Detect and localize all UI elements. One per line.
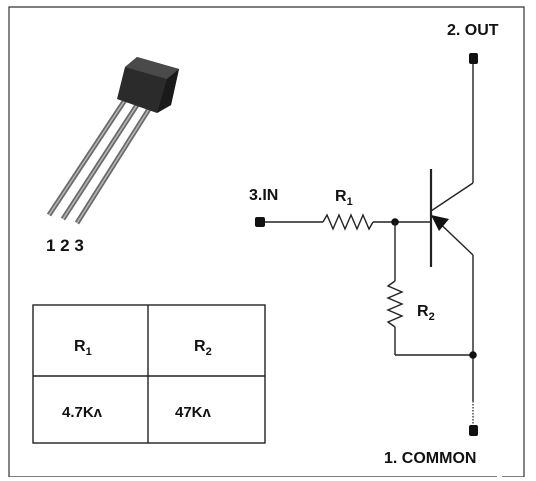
collector-lead xyxy=(430,182,474,212)
package-pin-numbers: 1 2 3 xyxy=(46,236,84,255)
common-junction-node xyxy=(469,351,477,359)
pin-label-in: 3.IN xyxy=(249,187,278,204)
table-header-r2: R2 xyxy=(194,338,212,358)
resistor-r2-label: R2 xyxy=(417,303,435,323)
circuit-schematic: 2. OUT 1. COMMON 3.IN R1 R2 xyxy=(249,22,499,467)
in-terminal xyxy=(255,217,265,227)
resistor-r1 xyxy=(322,213,374,231)
emitter-arrow-icon xyxy=(431,215,449,231)
table-value-r2: 47Kʌ xyxy=(175,404,212,421)
pin-label-common: 1. COMMON xyxy=(384,450,476,467)
to92-package-illustration: 1 2 3 xyxy=(46,57,179,255)
circuit-figure: 1 2 3 R1 R2 4.7Kʌ 47Kʌ 2. OUT 1. COMMON xyxy=(8,6,525,477)
table-value-r1: 4.7Kʌ xyxy=(62,404,103,421)
resistor-value-table: R1 R2 4.7Kʌ 47Kʌ xyxy=(32,304,266,444)
out-terminal xyxy=(469,53,478,64)
package-body xyxy=(117,57,179,113)
common-terminal xyxy=(469,425,478,436)
table-header-r1: R1 xyxy=(74,338,92,358)
resistor-r1-label: R1 xyxy=(335,188,353,208)
pin-label-out: 2. OUT xyxy=(447,22,499,39)
figure-border xyxy=(8,6,525,477)
resistor-r2 xyxy=(386,280,404,328)
package-leads xyxy=(46,98,152,225)
